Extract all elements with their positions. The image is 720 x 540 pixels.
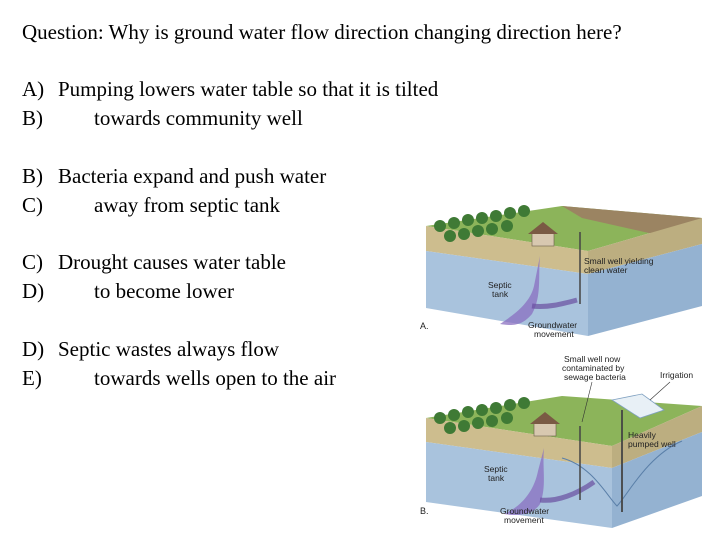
label-small-well: clean water	[584, 265, 628, 275]
option-label: B)	[22, 106, 58, 130]
option-text: Pumping lowers water table so that it is…	[58, 77, 438, 101]
option-label: D)	[22, 279, 58, 303]
option-text: Drought causes water table	[58, 250, 286, 274]
option-label: C)	[22, 250, 58, 274]
option-text: towards wells open to the air	[94, 366, 336, 390]
label-groundwater: movement	[534, 329, 574, 339]
option-text: Septic wastes always flow	[58, 337, 279, 361]
option-text: to become lower	[94, 279, 234, 303]
label-septic-tank: tank	[492, 289, 509, 299]
label-heavily-pumped: pumped well	[628, 439, 676, 449]
label-irrigation: Irrigation	[660, 370, 693, 380]
option-text: Bacteria expand and push water	[58, 164, 326, 188]
option-label: C)	[22, 193, 58, 217]
panel-letter: B.	[420, 506, 429, 516]
label-contaminated-well: sewage bacteria	[564, 372, 626, 382]
question-text: Question: Why is ground water flow direc…	[22, 20, 622, 44]
panel-a: Small well yielding clean water Septic t…	[420, 205, 702, 339]
option-text: away from septic tank	[94, 193, 280, 217]
label-groundwater: movement	[504, 515, 544, 525]
option-label: E)	[22, 366, 58, 390]
irrigation-pointer	[650, 382, 670, 400]
panel-b: Small well now contaminated by sewage ba…	[420, 354, 702, 528]
option-label: B)	[22, 164, 58, 188]
option-label: D)	[22, 337, 58, 361]
panel-letter: A.	[420, 321, 429, 331]
groundwater-diagram: Small well yielding clean water Septic t…	[412, 196, 712, 536]
label-septic-tank: tank	[488, 473, 505, 483]
option-text: towards community well	[94, 106, 303, 130]
option-label: A)	[22, 77, 58, 101]
